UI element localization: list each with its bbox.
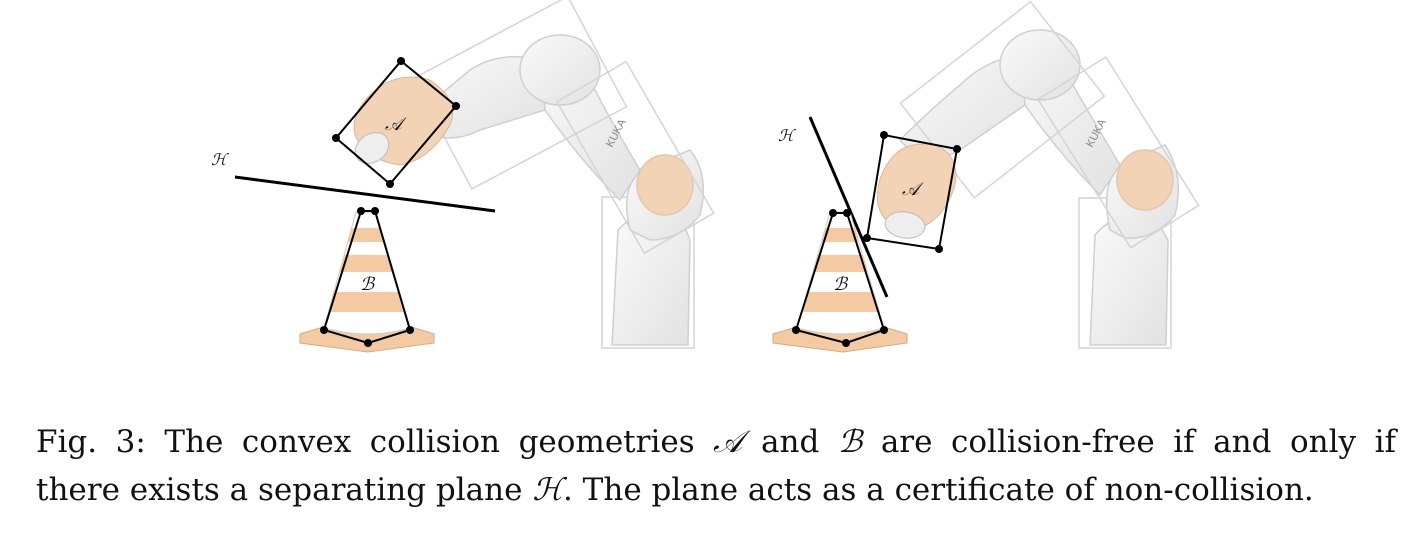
right-label-B: ℬ (833, 274, 849, 295)
right-panel: KUKA 𝒜 ℋ ℬ (773, 2, 1199, 352)
caption-line-1-prefix: Fig. 3: The convex collision geometries (36, 424, 713, 460)
caption-line-2-suffix: . The plane acts as a certificate of non… (563, 472, 1314, 508)
caption-symbol-H: ℋ (532, 472, 563, 508)
caption-line-1: Fig. 3: The convex collision geometries … (36, 418, 1396, 466)
caption-line-1-suffix: are collision-free if and only if (862, 424, 1396, 460)
figure-illustration: KUKA 𝒜 ℋ ℬ (0, 0, 1420, 380)
left-robot-arm (410, 0, 714, 348)
caption-line-2-prefix: there exists a separating plane (36, 472, 532, 508)
caption-line-1-mid: and (743, 424, 838, 460)
figure-caption: Fig. 3: The convex collision geometries … (36, 418, 1396, 514)
left-label-B: ℬ (360, 274, 376, 295)
caption-symbol-B: ℬ (838, 424, 862, 460)
left-label-H: ℋ (211, 150, 229, 169)
left-separating-plane (235, 177, 495, 211)
caption-line-2: there exists a separating plane ℋ. The p… (36, 466, 1396, 514)
caption-symbol-A: 𝒜 (713, 424, 742, 460)
left-panel: KUKA 𝒜 ℋ ℬ (211, 0, 714, 352)
right-label-H: ℋ (778, 126, 796, 145)
